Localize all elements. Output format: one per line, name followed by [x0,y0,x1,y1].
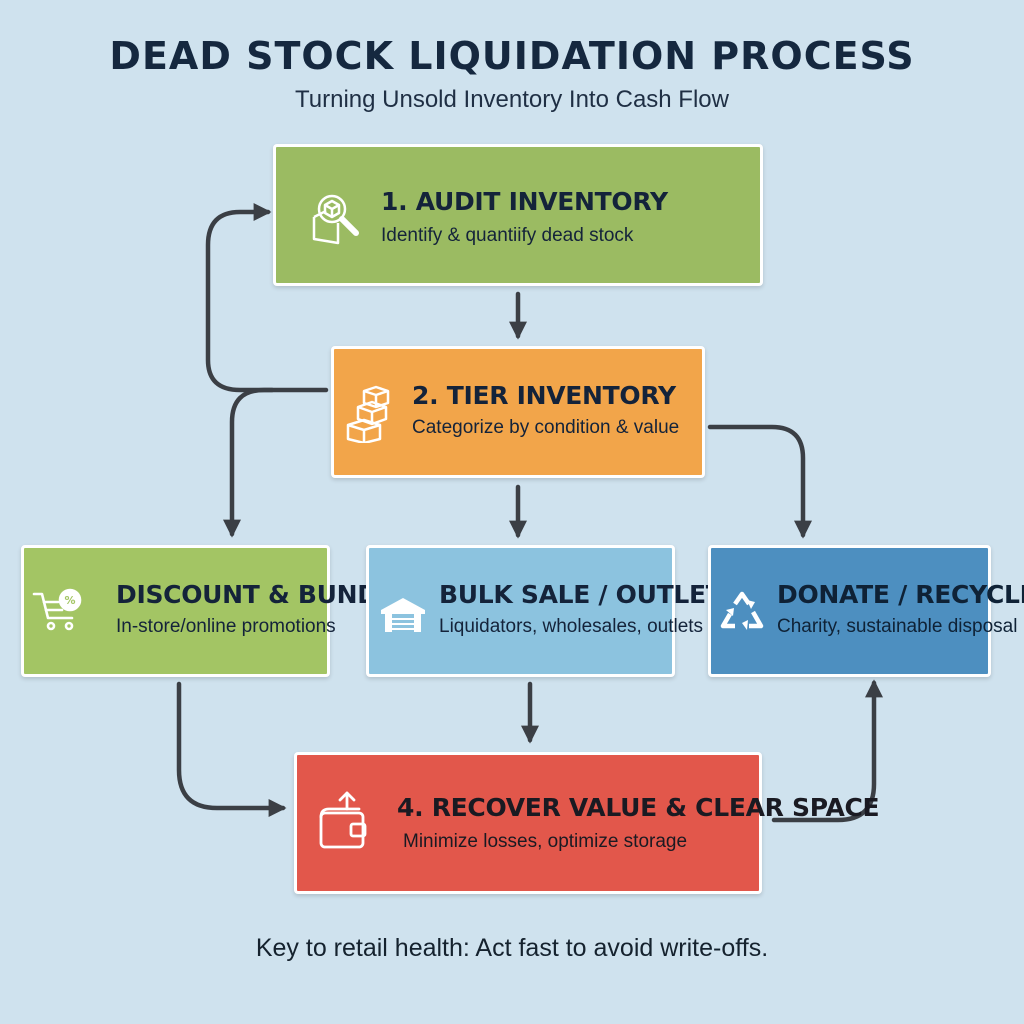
step-description: Categorize by condition & value [412,417,680,438]
step-recover-value: 4. RECOVER VALUE & CLEAR SPACE Minimize … [294,752,880,894]
arrow-discount-to-recover [176,681,287,817]
svg-text:%: % [64,594,75,607]
option-heading: DONATE / RECYCLE [777,580,1024,609]
wallet-arrow-icon [319,791,367,849]
option-heading: DISCOUNT & BUNDLE [116,580,411,609]
cart-percent-icon: % [32,588,82,631]
option-discount-bundle: % DISCOUNT & BUNDLE In-store/online prom… [21,545,410,677]
arrow-tier-to-discount [223,387,329,538]
warehouse-icon [381,598,425,632]
recycle-icon [720,591,764,630]
option-description: Charity, sustainable disposal [777,616,1018,637]
arrow-tier-to-donate [707,424,812,539]
option-description: Liquidators, wholesales, outlets [439,616,704,637]
arrow-loop-to-audit [205,203,275,393]
option-donate-recycle: DONATE / RECYCLE Charity, sustainable di… [708,545,1024,677]
step-tier-inventory: 2. TIER INVENTORY Categorize by conditio… [331,346,705,478]
option-heading: BULK SALE / OUTLET [439,580,723,609]
option-description: In-store/online promotions [116,616,336,637]
diagram-subtitle: Turning Unsold Inventory Into Cash Flow [295,86,729,113]
step-heading: 2. TIER INVENTORY [412,381,676,410]
option-bulk-sale-outlet: BULK SALE / OUTLET Liquidators, wholesal… [366,545,723,677]
step-heading: 4. RECOVER VALUE & CLEAR SPACE [397,793,880,822]
stacked-boxes-icon [346,385,390,443]
step-description: Minimize losses, optimize storage [403,831,688,852]
step-description: Identify & quantiify dead stock [381,225,634,246]
diagram-title: DEAD STOCK LIQUIDATION PROCESS [109,34,915,78]
step-heading: 1. AUDIT INVENTORY [381,187,668,216]
step-audit-inventory: 1. AUDIT INVENTORY Identify & quantiify … [273,144,763,286]
magnifier-box-icon [312,194,359,245]
arrow-recover-to-donate [771,679,883,823]
footer-note: Key to retail health: Act fast to avoid … [255,934,769,962]
